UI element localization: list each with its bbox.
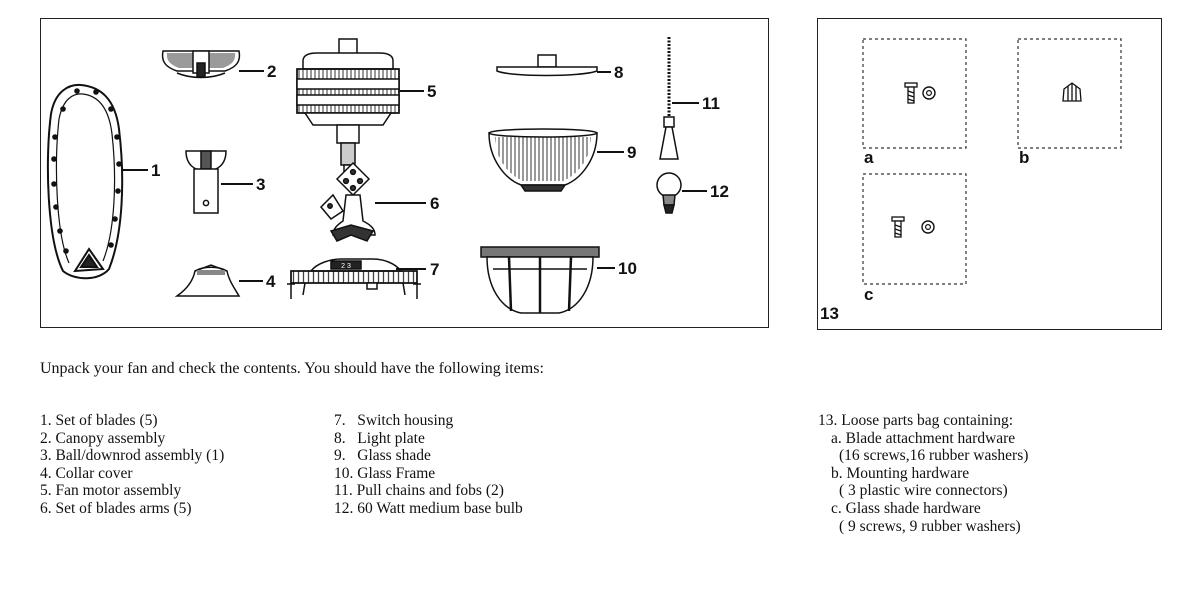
list-item: 6. Set of blades arms (5) bbox=[40, 499, 192, 517]
wire-connector-icon bbox=[1062, 82, 1082, 102]
intro-text: Unpack your fan and check the contents. … bbox=[40, 360, 544, 377]
list-item: 10. Glass Frame bbox=[334, 464, 436, 482]
bag-c-outline bbox=[862, 173, 967, 285]
list-item: 7. Switch housing bbox=[334, 412, 454, 429]
screw-icon bbox=[891, 216, 905, 238]
parts-list-column-1: 1. Set of blades (5) 2. Canopy assembly … bbox=[40, 412, 224, 518]
list-item: 3. Ball/downrod assembly (1) bbox=[40, 447, 225, 465]
loose-part-label: c. Glass shade hardware bbox=[831, 499, 981, 517]
list-item: 2. Canopy assembly bbox=[40, 429, 166, 447]
callout-1: 1 bbox=[151, 161, 160, 180]
glass-shade-drawing bbox=[488, 128, 598, 192]
washer-icon bbox=[922, 86, 936, 100]
loose-part-detail: ( 9 screws, 9 rubber washers) bbox=[839, 517, 1021, 535]
bag-label-b: b bbox=[1019, 148, 1029, 167]
light-bulb-drawing bbox=[656, 172, 682, 214]
switch-housing-badge: 2 3 bbox=[341, 263, 351, 270]
loose-part-label: a. Blade attachment hardware bbox=[831, 429, 1016, 447]
callout-10: 10 bbox=[618, 259, 637, 278]
canopy-drawing bbox=[161, 50, 241, 79]
loose-part-label: b. Mounting hardware bbox=[831, 464, 970, 482]
collar-cover-drawing bbox=[174, 264, 241, 297]
callout-12: 12 bbox=[710, 182, 729, 201]
hardware-panel-number: 13 bbox=[820, 304, 839, 323]
parts-drawing: 1 2 3 4 bbox=[46, 37, 729, 314]
callout-4: 4 bbox=[266, 272, 276, 291]
list-item: 12. 60 Watt medium base bulb bbox=[334, 499, 523, 517]
switch-housing-drawing: 2 3 bbox=[287, 258, 421, 299]
pull-chain-drawing bbox=[659, 37, 679, 160]
callout-5: 5 bbox=[427, 82, 436, 101]
bag-b-outline bbox=[1017, 38, 1122, 149]
washer-icon bbox=[921, 220, 935, 234]
callout-9: 9 bbox=[627, 143, 636, 162]
hardware-bag-panel: a b c 13 bbox=[817, 18, 1162, 330]
parts-list-column-2: 7. Switch housing 8. Light plate 9. Glas… bbox=[334, 412, 523, 518]
list-item: 8. Light plate bbox=[334, 429, 425, 447]
hardware-drawing: a b c 13 bbox=[820, 38, 1122, 323]
parts-illustration-panel: 1 2 3 4 bbox=[40, 18, 769, 328]
list-item: 11. Pull chains and fobs (2) bbox=[334, 482, 504, 500]
blade-arms-drawing bbox=[319, 161, 376, 242]
callout-7: 7 bbox=[430, 260, 439, 279]
loose-part-detail: ( 3 plastic wire connectors) bbox=[839, 482, 1008, 500]
callout-11: 11 bbox=[702, 94, 720, 113]
bag-a-outline bbox=[862, 38, 967, 149]
screw-icon bbox=[904, 82, 918, 104]
downrod-drawing bbox=[185, 150, 227, 214]
bag-label-c: c bbox=[864, 285, 873, 304]
loose-parts-heading: 13. Loose parts bag containing: bbox=[818, 412, 1013, 429]
callout-3: 3 bbox=[256, 175, 265, 194]
callout-8: 8 bbox=[614, 63, 623, 82]
blade-drawing bbox=[46, 83, 124, 280]
loose-part-detail: (16 screws,16 rubber washers) bbox=[839, 447, 1029, 465]
list-item: 1. Set of blades (5) bbox=[40, 412, 158, 429]
fan-motor-drawing bbox=[296, 38, 400, 176]
light-plate-drawing bbox=[496, 54, 598, 77]
bag-label-a: a bbox=[864, 148, 874, 167]
callout-2: 2 bbox=[267, 62, 276, 81]
loose-parts-list: 13. Loose parts bag containing: a. Blade… bbox=[818, 412, 1028, 535]
glass-frame-drawing bbox=[480, 246, 600, 314]
list-item: 4. Collar cover bbox=[40, 464, 133, 482]
list-item: 5. Fan motor assembly bbox=[40, 482, 182, 500]
callout-6: 6 bbox=[430, 194, 439, 213]
list-item: 9. Glass shade bbox=[334, 447, 431, 465]
